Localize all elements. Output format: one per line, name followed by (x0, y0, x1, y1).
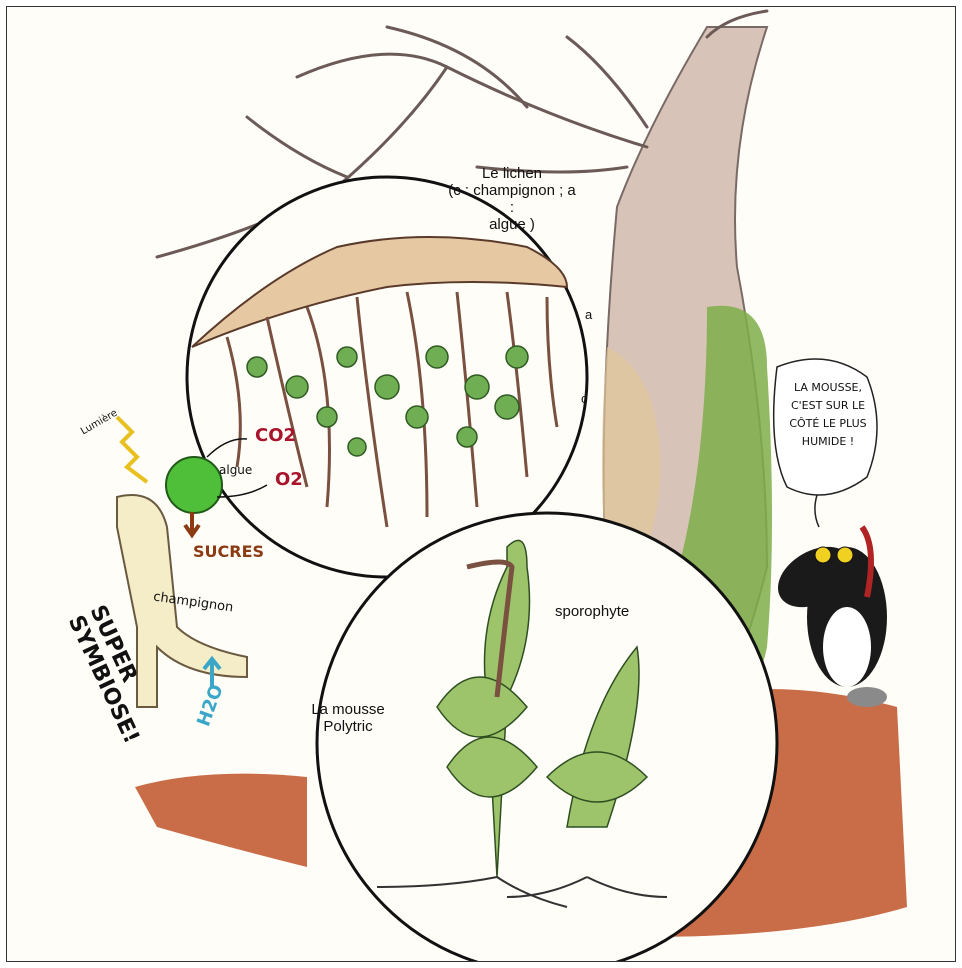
light-wave (117, 417, 147, 482)
alga-label: algue (219, 463, 252, 477)
lichen-title-line3: algue ) (447, 216, 577, 233)
moss-title-line1: La mousse (303, 701, 393, 718)
moss-title: La mousse Polytric (303, 701, 393, 735)
illustration-frame: Le lichen (c : champignon ; a : algue ) … (6, 6, 956, 962)
speech-line2: C'EST SUR LE (783, 397, 873, 415)
lichen-label-a: a (585, 307, 592, 322)
speech-tail (815, 495, 819, 527)
lichen-title-line2: (c : champignon ; a : (447, 182, 577, 216)
lichen-label-c: c (581, 391, 588, 406)
mole-character (767, 527, 887, 707)
alga-cell (166, 457, 222, 513)
illustration-canvas (7, 7, 955, 961)
moss-circle (317, 513, 777, 961)
speech-line1: LA MOUSSE, (783, 379, 873, 397)
sugars-label: SUCRES (193, 542, 264, 561)
moss-title-line2: Polytric (303, 718, 393, 735)
speech-line4: HUMIDE ! (783, 433, 873, 451)
o2-label: O2 (275, 469, 303, 490)
arrow-sugar-down (185, 512, 199, 535)
sporophyte-label: sporophyte (555, 603, 629, 620)
lichen-title: Le lichen (c : champignon ; a : algue ) (447, 165, 577, 233)
lichen-title-line1: Le lichen (447, 165, 577, 182)
speech-line3: CÔTÉ LE PLUS (783, 415, 873, 433)
co2-label: CO2 (255, 425, 296, 446)
speech-bubble-text: LA MOUSSE, C'EST SUR LE CÔTÉ LE PLUS HUM… (783, 379, 873, 451)
soil-left (135, 774, 307, 867)
